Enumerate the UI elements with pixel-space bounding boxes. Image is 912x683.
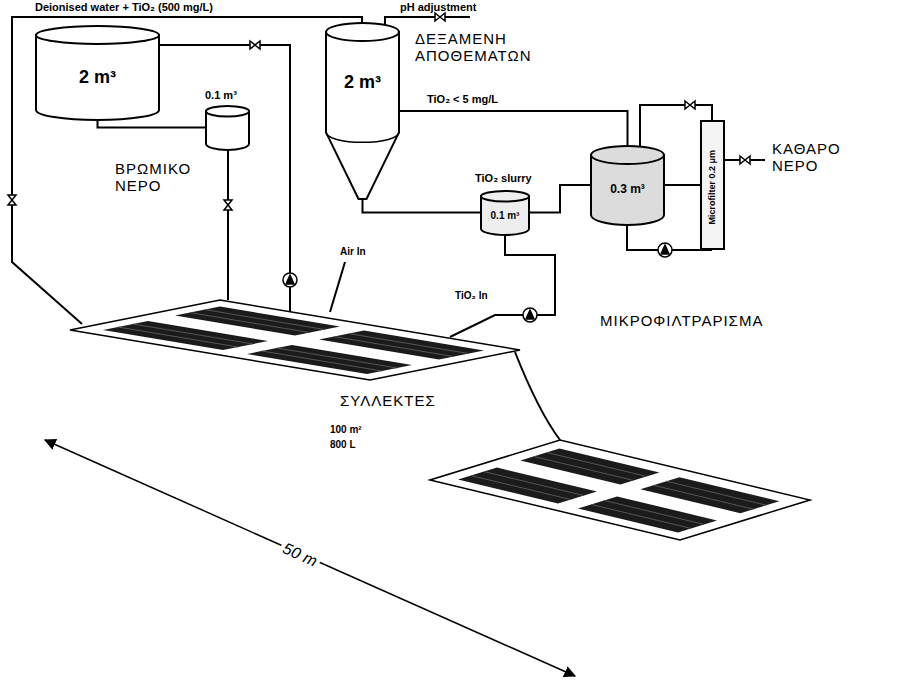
pipe (160, 45, 290, 312)
dirty-water-tank: 2 m³ΒΡΩΜΙΚΟ ΝΕΡΟ (35, 25, 160, 120)
storage-tank: 2 m³ΔΕΞΑΜΕΝΗ ΑΠΟΘΕΜΑΤΩΝ (325, 22, 400, 200)
pipe (515, 352, 560, 440)
outlet-label: ΚΑΘΑΡΟ ΝΕΡΟ (772, 140, 841, 175)
valve-symbol (8, 195, 16, 205)
valve-symbol (685, 101, 695, 109)
inlet-label: TiO₂ In (455, 290, 488, 302)
pump-symbol (661, 245, 669, 254)
collector-field-upper (319, 331, 484, 360)
tank-label: Microfilter 0.2 μm (707, 150, 717, 225)
pump-symbol (658, 243, 672, 257)
tank-heading: TiO₂ slurry (475, 172, 532, 185)
tank-label: 2 m³ (79, 67, 116, 88)
tank-outline (206, 106, 249, 117)
section-label: ΣΥΛΛΕΚΤΕΣ (340, 392, 436, 409)
pipe (12, 17, 362, 324)
valve-symbol (224, 200, 232, 210)
tank-label: 0.3 m³ (610, 183, 645, 197)
pump-symbol (283, 273, 297, 287)
collector-field-lower (430, 440, 810, 540)
pipe-connector (530, 185, 590, 213)
spec-label: 800 L (330, 439, 356, 451)
tank-label: 0.1 m³ (491, 210, 520, 222)
tank-outline (325, 22, 400, 200)
tank-outline (326, 132, 399, 142)
tank-outline (591, 155, 664, 225)
tank-outline (326, 32, 399, 199)
collector-field-lower (471, 452, 766, 528)
tank-label: 2 m³ (344, 72, 381, 93)
pipe-connector (665, 184, 700, 186)
pipe (385, 17, 470, 26)
pipe-connector (363, 200, 481, 213)
tank-outline (701, 121, 724, 249)
pipe-connector (400, 111, 628, 145)
slurry-tank: TiO₂ slurry0.1 m³ (480, 190, 530, 235)
collector-field-lower (520, 448, 659, 484)
collector-field-lower (640, 477, 779, 513)
inlet-label: Deionised water + TiO₂ (500 mg/L) (35, 1, 213, 14)
pipe (450, 235, 555, 337)
section-label: ΜΙΚΡΟΦΙΛΤΡΑΡΙΣΜΑ (600, 312, 763, 329)
dimension-arrow (45, 440, 575, 676)
collector-field-upper (70, 300, 520, 380)
inlet-label: Air In (340, 246, 366, 258)
tank-outline (481, 191, 529, 202)
pump-symbol (523, 308, 537, 322)
tank-outline (591, 146, 664, 164)
pump-symbol (283, 243, 672, 322)
tank-outline (36, 35, 159, 120)
dosing-tank: 0.1 m³ (205, 105, 250, 150)
valve-symbol (435, 13, 445, 21)
valve-symbol (740, 156, 750, 164)
tank-outline (36, 26, 159, 44)
filter-column: Microfilter 0.2 μm (700, 120, 725, 250)
volume-label: 0.1 m³ (205, 89, 237, 102)
pipe (227, 150, 229, 300)
tank-heading: ΒΡΩΜΙΚΟ ΝΕΡΟ (115, 160, 191, 195)
spec-label: 100 m² (330, 424, 362, 436)
pump-symbol (526, 310, 534, 319)
pipe-connector (98, 120, 206, 128)
collector-field-lower (430, 440, 810, 540)
pump-symbol (286, 275, 294, 284)
tank-outline (205, 105, 250, 150)
tank-outline (326, 23, 399, 41)
pipe (12, 17, 765, 440)
valve-symbol (250, 41, 260, 49)
pipe (330, 262, 345, 312)
dimension-label: 50 m (277, 538, 322, 572)
collector-field-upper (118, 310, 469, 371)
dimension-arrow (45, 440, 575, 676)
collector-field-upper (175, 307, 340, 336)
microfiltration-tank: 0.3 m³ (590, 145, 665, 225)
collector-field-upper (70, 300, 520, 380)
inlet-label: pH adjustment (400, 1, 476, 14)
flow-label: TiO₂ < 5 mg/L (425, 93, 500, 106)
tank-heading: ΔΕΞΑΜΕΝΗ ΑΠΟΘΕΜΑΤΩΝ (415, 30, 532, 65)
